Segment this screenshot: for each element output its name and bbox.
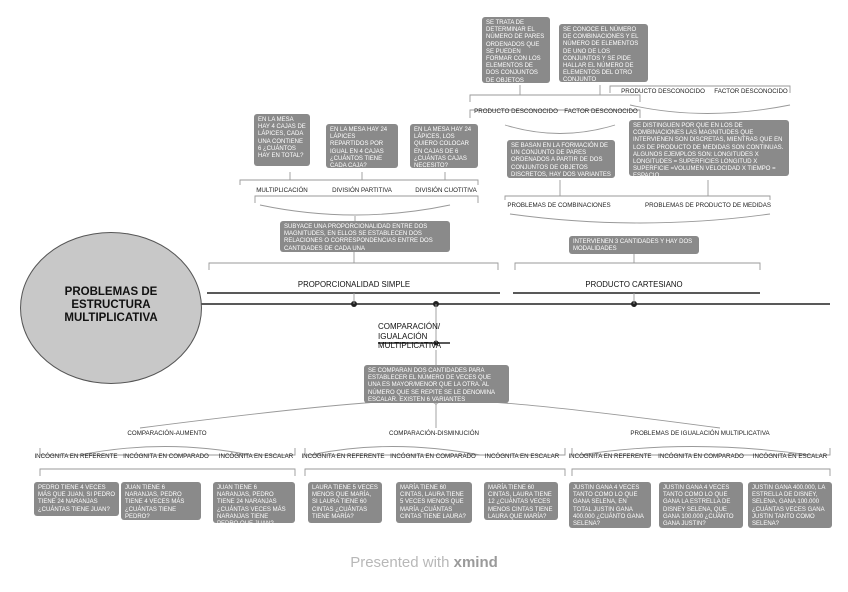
proporcionalidad-description[interactable]: SUBYACE UNA PROPORCIONALIDAD ENTRE DOS M…	[280, 221, 450, 252]
example-aumento-referente[interactable]: PEDRO TIENE 4 VECES MÁS QUE JUAN, SI PED…	[34, 482, 119, 516]
group-igualacion-multiplicativa[interactable]: PROBLEMAS DE IGUALACIÓN MULTIPLICATIVA	[630, 430, 770, 437]
disminucion-incognita-comparado[interactable]: INCÓGNITA EN COMPARADO	[390, 453, 476, 460]
aumento-incognita-referente[interactable]: INCÓGNITA EN REFERENTE	[34, 453, 118, 460]
footer-prefix: Presented with	[350, 554, 450, 571]
problemas-de-producto-de-medidas[interactable]: PROBLEMAS DE PRODUCTO DE MEDIDAS	[644, 202, 772, 209]
cartesiano-description[interactable]: INTERVIENEN 3 CANTIDADES Y HAY DOS MODAL…	[569, 236, 699, 254]
branch-producto-cartesiano[interactable]: PRODUCTO CARTESIANO	[585, 280, 683, 289]
xmind-logo: xmind	[453, 554, 498, 571]
variant-factor-desconocido-description[interactable]: SE CONOCE EL NÚMERO DE COMBINACIONES Y E…	[559, 24, 648, 82]
combinaciones-factor-desconocido[interactable]: FACTOR DESCONOCIDO	[564, 108, 638, 115]
root-topic-title: PROBLEMAS DE ESTRUCTURA MULTIPLICATIVA	[64, 286, 158, 324]
disminucion-incognita-referente[interactable]: INCÓGNITA EN REFERENTE	[301, 453, 385, 460]
type-division-cuotitiva[interactable]: DIVISIÓN CUOTITIVA	[415, 187, 477, 194]
group-comparacion-disminucion[interactable]: COMPARACIÓN-DISMINUCIÓN	[389, 430, 479, 437]
example-disminucion-referente[interactable]: LAURA TIENE 5 VECES MENOS QUE MARÍA, SI …	[308, 482, 382, 523]
example-disminucion-comparado[interactable]: MARÍA TIENE 60 CINTAS, LAURA TIENE 5 VEC…	[396, 482, 472, 523]
comparacion-description[interactable]: SE COMPARAN DOS CANTIDADES PARA ESTABLEC…	[364, 365, 509, 403]
type-multiplicacion[interactable]: MULTIPLICACIÓN	[256, 187, 308, 194]
example-disminucion-escalar[interactable]: MARÍA TIENE 60 CINTAS, LAURA TIENE 12 ¿C…	[484, 482, 558, 520]
root-topic-circle[interactable]	[20, 232, 202, 384]
group-comparacion-aumento[interactable]: COMPARACIÓN-AUMENTO	[127, 430, 207, 437]
producto-medidas-factor-desconocido[interactable]: FACTOR DESCONOCIDO	[714, 88, 788, 95]
combinaciones-description[interactable]: SE BASAN EN LA FORMACIÓN DE UN CONJUNTO …	[507, 140, 615, 178]
example-division-cuotitiva[interactable]: EN LA MESA HAY 24 LÁPICES, LOS QUIERO CO…	[410, 124, 478, 168]
igualacion-incognita-comparado[interactable]: INCÓGNITA EN COMPARADO	[658, 453, 744, 460]
branch-comparacion-igualacion[interactable]: COMPARACIÓN/ IGUALACIÓN MULTIPLICATIVA	[378, 322, 442, 350]
producto-medidas-description[interactable]: SE DISTINGUEN POR QUE EN LOS DE COMBINAC…	[629, 120, 789, 176]
producto-medidas-producto-desconocido[interactable]: PRODUCTO DESCONOCIDO	[621, 88, 705, 95]
example-igualacion-referente[interactable]: JUSTIN GANA 4 VECES TANTO COMO LO QUE GA…	[569, 482, 651, 528]
disminucion-incognita-escalar[interactable]: INCÓGNITA EN ESCALAR	[484, 453, 560, 460]
presented-with-footer: Presented with xmind	[0, 554, 848, 571]
example-multiplicacion[interactable]: EN LA MESA HAY 4 CAJAS DE LÁPICES, CADA …	[254, 114, 310, 166]
igualacion-incognita-referente[interactable]: INCÓGNITA EN REFERENTE	[568, 453, 652, 460]
example-igualacion-comparado[interactable]: JUSTIN GANA 4 VECES TANTO COMO LO QUE GA…	[659, 482, 743, 528]
example-aumento-escalar[interactable]: JUAN TIENE 6 NARANJAS, PEDRO TIENE 24 NA…	[213, 482, 295, 523]
branch-proporcionalidad-simple[interactable]: PROPORCIONALIDAD SIMPLE	[297, 280, 411, 289]
combinaciones-producto-desconocido[interactable]: PRODUCTO DESCONOCIDO	[474, 108, 558, 115]
problemas-de-combinaciones[interactable]: PROBLEMAS DE COMBINACIONES	[507, 202, 611, 209]
aumento-incognita-escalar[interactable]: INCÓGNITA EN ESCALAR	[218, 453, 294, 460]
aumento-incognita-comparado[interactable]: INCÓGNITA EN COMPARADO	[123, 453, 209, 460]
example-division-partitiva[interactable]: EN LA MESA HAY 24 LÁPICES REPARTIDOS POR…	[326, 124, 398, 168]
igualacion-incognita-escalar[interactable]: INCÓGNITA EN ESCALAR	[752, 453, 828, 460]
variant-producto-desconocido-description[interactable]: SE TRATA DE DETERMINAR EL NÚMERO DE PARE…	[482, 17, 550, 83]
type-division-partitiva[interactable]: DIVISIÓN PARTITIVA	[332, 187, 392, 194]
example-aumento-comparado[interactable]: JUAN TIENE 6 NARANJAS, PEDRO TIENE 4 VEC…	[121, 482, 201, 520]
example-igualacion-escalar[interactable]: JUSTIN GANA 400.000, LA ESTRELLA DE DISN…	[748, 482, 832, 528]
